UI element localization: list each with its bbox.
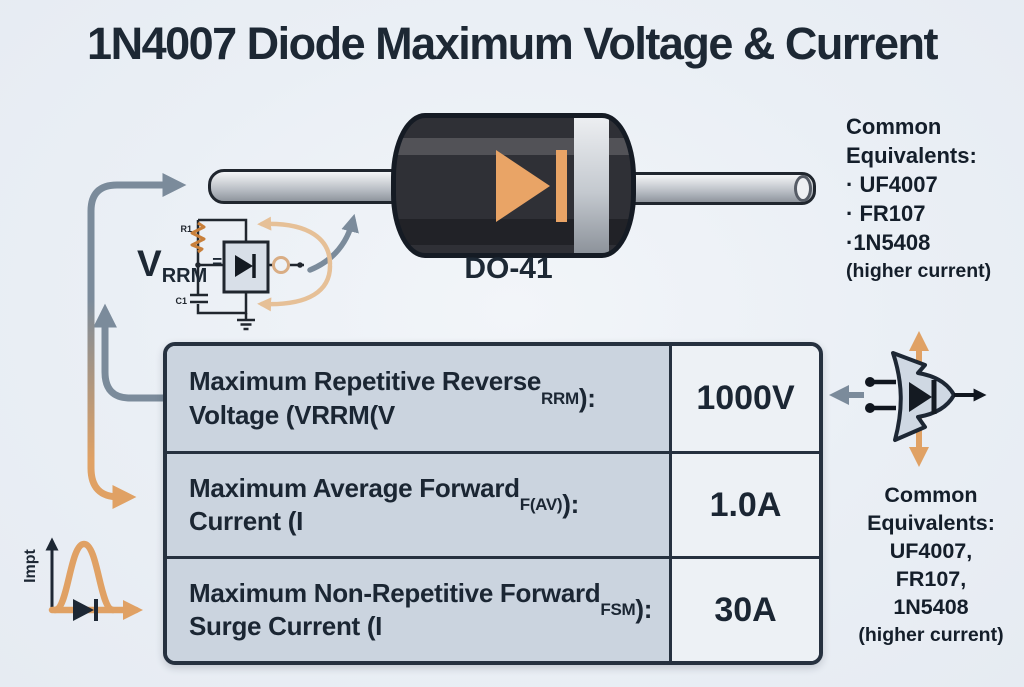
spec-label-suffix: ): [635,594,653,625]
spec-value-cell: 30A [669,559,819,661]
equivalent-item: ·1N5408 [846,230,931,255]
spec-label-text: Maximum Non-Repetitive Forward Surge Cur… [189,577,601,641]
equivalents-bottom: Common Equivalents: UF4007, FR107, 1N540… [834,481,1024,649]
equivalents-top: Common Equivalents: · UF4007 · FR107 ·1N… [846,112,1024,286]
spec-label-cell: Maximum Non-Repetitive Forward Surge Cur… [167,559,669,661]
equivalent-item: · UF4007 [846,172,938,197]
equivalent-item: 1N5408 [893,595,969,619]
vrrm-symbol: V [137,243,162,284]
spec-label-cell: Maximum Repetitive Reverse Voltage (VRRM… [167,346,669,451]
pulse-axis-label: Impt [22,548,39,582]
input-terminal-dot [865,403,875,413]
spec-label-suffix: ): [578,382,596,413]
vrrm-label: VRRM= [137,243,222,288]
test-circuit-diagram: R1 C1 [175,216,333,331]
spec-label-suffix: ): [562,489,580,520]
equivalents-heading: Common [846,114,942,139]
equivalents-note: (higher current) [846,260,992,282]
resistor-r1 [190,221,206,254]
equivalent-item: · FR107 [846,201,926,226]
vrrm-equals: = [212,252,223,271]
spec-value-cell: 1000V [669,346,819,451]
current-probe [272,256,290,274]
circulation-arrow-bottom [257,263,333,312]
surge-pulse-graph: Impt [22,537,143,621]
equivalent-item: FR107, [895,567,967,591]
diode-symbol-icon [496,150,567,222]
spec-subscript: F(AV) [519,495,563,515]
equivalents-heading: Equivalents: [846,143,977,168]
anode-lead [208,169,404,204]
spec-subscript: FSM [600,600,636,620]
resistor-label: R1 [180,224,192,234]
gray-arrow-row1-to-vrrm [93,303,170,402]
spec-label-text: Maximum Repetitive Reverse Voltage (VRRM… [189,366,542,430]
input-terminal-dot [865,377,875,387]
node-dot [297,262,303,268]
lead-end-opening [794,175,812,202]
circulation-arrow-top [257,216,333,267]
ground-symbol [237,313,255,331]
cathode-band [574,118,609,253]
spec-label-text: Maximum Average Forward Current (I [189,472,520,536]
spec-value-cell: 1.0A [669,454,819,556]
equivalent-item: UF4007, [889,539,973,563]
equivalents-heading: Equivalents: [867,511,995,535]
body-highlight [396,138,631,155]
curved-arrow-to-body [307,213,359,273]
schematic-diode-icon [909,380,937,414]
gray-arrow-to-lead [87,173,187,309]
node-dot [195,262,201,268]
pulse-diode-icon [73,599,98,621]
diode-symbol-schematic [829,331,987,467]
pulse-curve [51,540,117,614]
table-row: Maximum Repetitive Reverse Voltage (VRRM… [167,346,819,451]
orange-arrow-to-row2 [87,296,137,509]
diode-body [391,113,636,258]
vrrm-subscript: RRM [161,265,208,287]
specs-table: Maximum Repetitive Reverse Voltage (VRRM… [163,342,823,665]
equivalents-heading: Common [884,483,978,507]
cathode-lead [620,172,816,205]
capacitor-label: C1 [175,296,187,306]
spec-subscript: RRM [541,388,579,408]
capacitor-c1 [190,293,208,304]
equivalents-note: (higher current) [858,624,1004,646]
input-wires [870,379,896,411]
circuit-diode-icon [235,254,256,278]
table-row: Maximum Non-Repetitive Forward Surge Cur… [167,556,819,661]
package-label: DO-41 [464,252,553,285]
page-title: 1N4007 Diode Maximum Voltage & Current [87,18,938,69]
